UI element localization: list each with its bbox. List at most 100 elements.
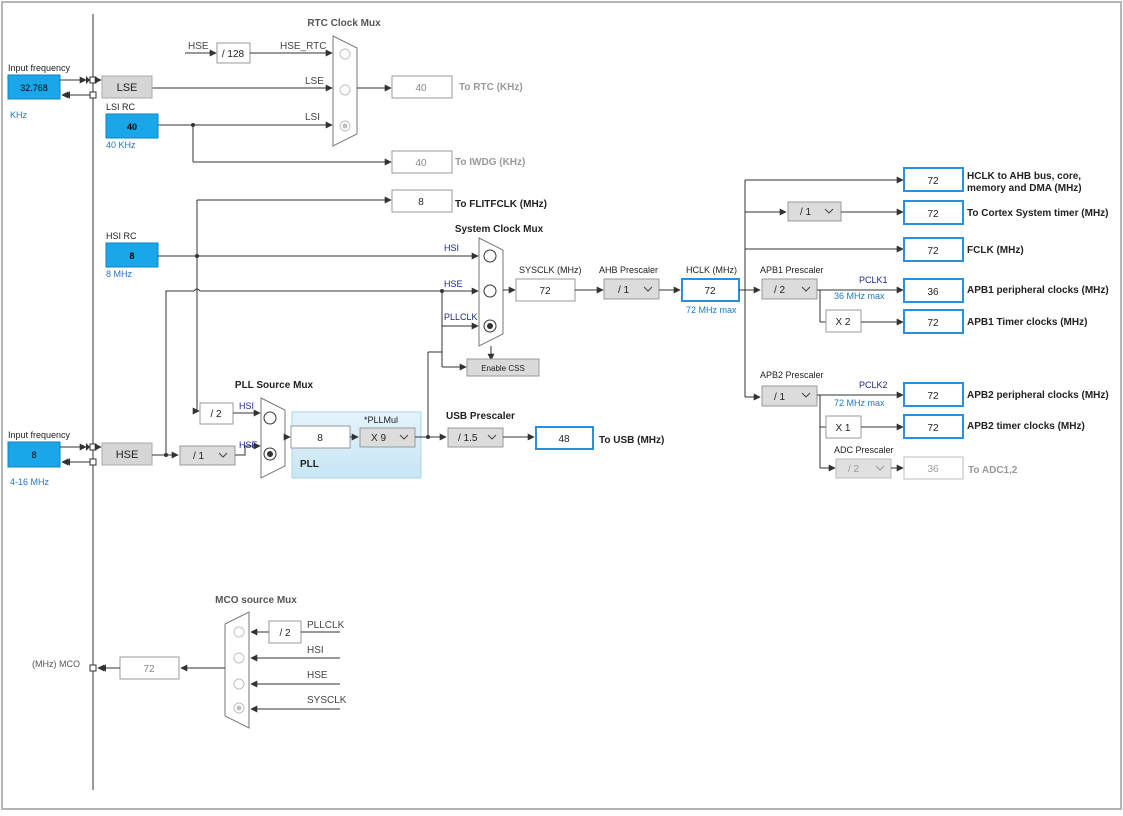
pll-src-radio-hsi[interactable] — [263, 411, 277, 425]
apb2-prescaler-select[interactable] — [761, 385, 818, 407]
mco-radio-sysclk-dot — [236, 705, 242, 711]
output-box[interactable] — [903, 200, 964, 225]
mco-radio-hse[interactable] — [233, 678, 245, 690]
to-adc-value-box — [903, 456, 964, 480]
to-rtc-label: To RTC (KHz) — [459, 82, 523, 93]
apb1-chevron-down-icon — [801, 286, 811, 292]
lse-unit-label: KHz — [10, 110, 28, 120]
rtc-hse-rtc-label: HSE_RTC — [280, 41, 327, 52]
usb-prescaler-value: / 1.5 — [458, 433, 478, 444]
output-value: 72 — [927, 209, 939, 220]
hse-block-label: HSE — [116, 449, 139, 461]
output-fclk: 72 FCLK (MHz) — [903, 237, 1024, 262]
to-flitfclk-value: 8 — [418, 197, 424, 208]
rtc-mux-title: RTC Clock Mux — [307, 18, 381, 29]
lsi-rc-field — [105, 113, 159, 139]
hse-block[interactable] — [101, 442, 153, 466]
to-flitfclk-value-box — [391, 189, 453, 213]
hse-input-frequency-value: 8 — [31, 450, 36, 460]
sysclk-label: SYSCLK (MHz) — [519, 265, 582, 275]
adc-chevron-down-icon — [875, 465, 885, 471]
output-label: APB2 peripheral clocks (MHz) — [967, 390, 1109, 401]
output-apb1-timer: 72 APB1 Timer clocks (MHz) — [903, 309, 1087, 334]
output-value: 72 — [927, 423, 939, 434]
to-flitfclk-label: To FLITFCLK (MHz) — [455, 199, 547, 210]
enable-css-button[interactable] — [466, 358, 540, 377]
apb2-chevron-down-icon — [801, 392, 811, 398]
apb1-timer-multiplier-value: X 2 — [835, 317, 850, 328]
output-cortex-timer: 72 To Cortex System timer (MHz) — [903, 200, 1109, 225]
hse-prediv-select[interactable] — [179, 445, 236, 466]
pll-hsi-divider-value: / 2 — [210, 409, 222, 420]
to-iwdg-value: 40 — [415, 158, 427, 169]
to-adc-label: To ADC1,2 — [968, 465, 1018, 476]
mco-source-mux-title: MCO source Mux — [215, 595, 297, 606]
apb2-prescaler-value: / 1 — [774, 392, 786, 403]
pll-source-mux[interactable] — [260, 397, 286, 479]
mco-label: (MHz) MCO — [32, 659, 80, 669]
output-box[interactable] — [903, 382, 964, 407]
rtc-mux-radio-lse[interactable] — [339, 84, 351, 96]
system-clock-mux-title: System Clock Mux — [455, 224, 544, 235]
usb-output-box[interactable] — [535, 426, 594, 450]
to-rtc-value-box — [391, 75, 453, 99]
mco-source-mux[interactable] — [224, 611, 250, 729]
pll-source-mux-title: PLL Source Mux — [235, 380, 314, 391]
output-label-line2: memory and DMA (MHz) — [967, 183, 1082, 194]
output-value: 72 — [927, 318, 939, 329]
usb-output-value: 48 — [558, 434, 570, 445]
output-value: 72 — [927, 176, 939, 187]
lse-block[interactable] — [101, 75, 153, 99]
output-apb2-timer: 72 APB2 timer clocks (MHz) — [903, 414, 1085, 439]
output-box[interactable] — [903, 309, 964, 334]
hse-unit-label: 4-16 MHz — [10, 477, 50, 487]
output-box[interactable] — [903, 278, 964, 303]
lse-pin-in — [89, 76, 97, 84]
apb1-prescaler-value: / 2 — [774, 285, 786, 296]
cortex-timer-divider-select[interactable] — [787, 201, 842, 222]
mco-radio-hsi[interactable] — [233, 652, 245, 664]
apb2-timer-multiplier-value: X 1 — [835, 423, 850, 434]
output-box[interactable] — [903, 167, 964, 192]
pll-mul-label: *PLLMul — [364, 415, 398, 425]
output-label: APB1 peripheral clocks (MHz) — [967, 285, 1109, 296]
apb1-timer-multiplier — [825, 309, 862, 333]
usb-chevron-down-icon — [487, 434, 497, 440]
sys-mux-radio-hsi[interactable] — [483, 249, 497, 263]
cortex-chevron-down-icon — [824, 208, 834, 214]
rtc-mux-radio-hse[interactable] — [339, 48, 351, 60]
rtc-hse-input-label: HSE — [188, 41, 209, 52]
apb1-prescaler-select[interactable] — [761, 278, 818, 300]
output-box[interactable] — [903, 237, 964, 262]
rtc-mux-radio-lsi-dot — [342, 123, 348, 129]
to-adc-value: 36 — [927, 464, 939, 475]
output-hclk-ahb: 72 HCLK to AHB bus, core, memory and DMA… — [903, 167, 1082, 194]
pll-label: PLL — [300, 459, 319, 470]
ahb-prescaler-select[interactable] — [603, 278, 660, 300]
adc-prescaler-value: / 2 — [848, 464, 860, 475]
sys-mux-radio-hse[interactable] — [483, 284, 497, 298]
to-iwdg-value-box — [391, 150, 453, 174]
sys-mux-pllclk-label: PLLCLK — [444, 312, 478, 322]
lse-input-frequency-label: Input frequency — [8, 63, 71, 73]
hse-pin-in — [89, 443, 97, 451]
adc-prescaler-select[interactable] — [835, 458, 892, 479]
mco-hse-label: HSE — [307, 670, 328, 681]
hse-prediv-chevron-down-icon — [218, 452, 228, 458]
mco-radio-pllclk[interactable] — [233, 626, 245, 638]
output-value: 72 — [927, 391, 939, 402]
rtc-hse-divider-value: / 128 — [222, 49, 245, 60]
pll-src-hse-label: HSE — [239, 440, 258, 450]
apb2-max-label: 72 MHz max — [834, 398, 885, 408]
adc-prescaler-label: ADC Prescaler — [834, 445, 894, 455]
usb-output-label: To USB (MHz) — [599, 435, 664, 446]
pll-mul-select[interactable] — [359, 427, 416, 448]
output-box[interactable] — [903, 414, 964, 439]
hsi-unit-label: 8 MHz — [106, 269, 133, 279]
apb1-prescaler-label: APB1 Prescaler — [760, 265, 824, 275]
pll-mul-value: X 9 — [371, 433, 386, 444]
hse-input-frequency-field[interactable] — [7, 441, 61, 468]
lse-input-frequency-field[interactable] — [7, 74, 61, 100]
hsi-rc-field — [105, 242, 159, 268]
